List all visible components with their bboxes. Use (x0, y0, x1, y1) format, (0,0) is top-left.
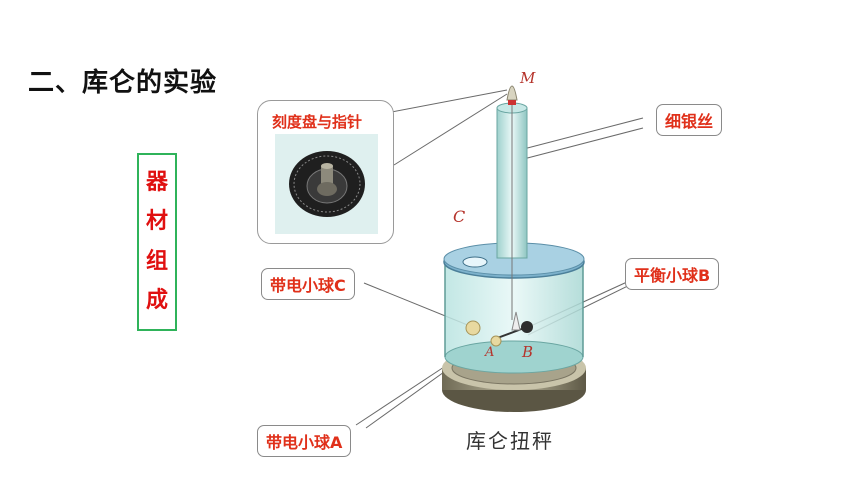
ball-b (521, 321, 533, 333)
side-label-box: 器 材 组 成 (137, 153, 177, 331)
side-label-char: 器 (145, 169, 168, 195)
letter-a: A (484, 345, 494, 360)
dial-label: 刻度盘与指针 (272, 113, 363, 131)
callout-ball-a: 带电小球A (257, 425, 352, 457)
ball-a (490, 335, 502, 347)
glass-cylinder (443, 242, 585, 374)
letter-m: M (519, 69, 536, 87)
slide-title: 二、库仑的实验 (28, 68, 218, 98)
callout-ball-c: 带电小球C (261, 268, 355, 300)
side-label-char: 材 (145, 209, 168, 235)
callout-ball-b: 平衡小球B (625, 258, 720, 290)
callout-silver-wire: 细银丝 (656, 104, 723, 136)
diagram-caption: 库仑扭秤 (466, 429, 554, 453)
letter-b: B (521, 343, 533, 361)
letter-c: C (453, 207, 465, 226)
dial-icon (275, 134, 378, 234)
ball-c (465, 320, 481, 336)
glass-tube (496, 85, 528, 320)
side-label-char: 成 (145, 288, 168, 314)
dial-callout: 刻度盘与指针 (257, 100, 394, 244)
side-label-char: 组 (145, 248, 168, 274)
dial-image (275, 134, 378, 234)
torsion-arm (465, 311, 533, 347)
